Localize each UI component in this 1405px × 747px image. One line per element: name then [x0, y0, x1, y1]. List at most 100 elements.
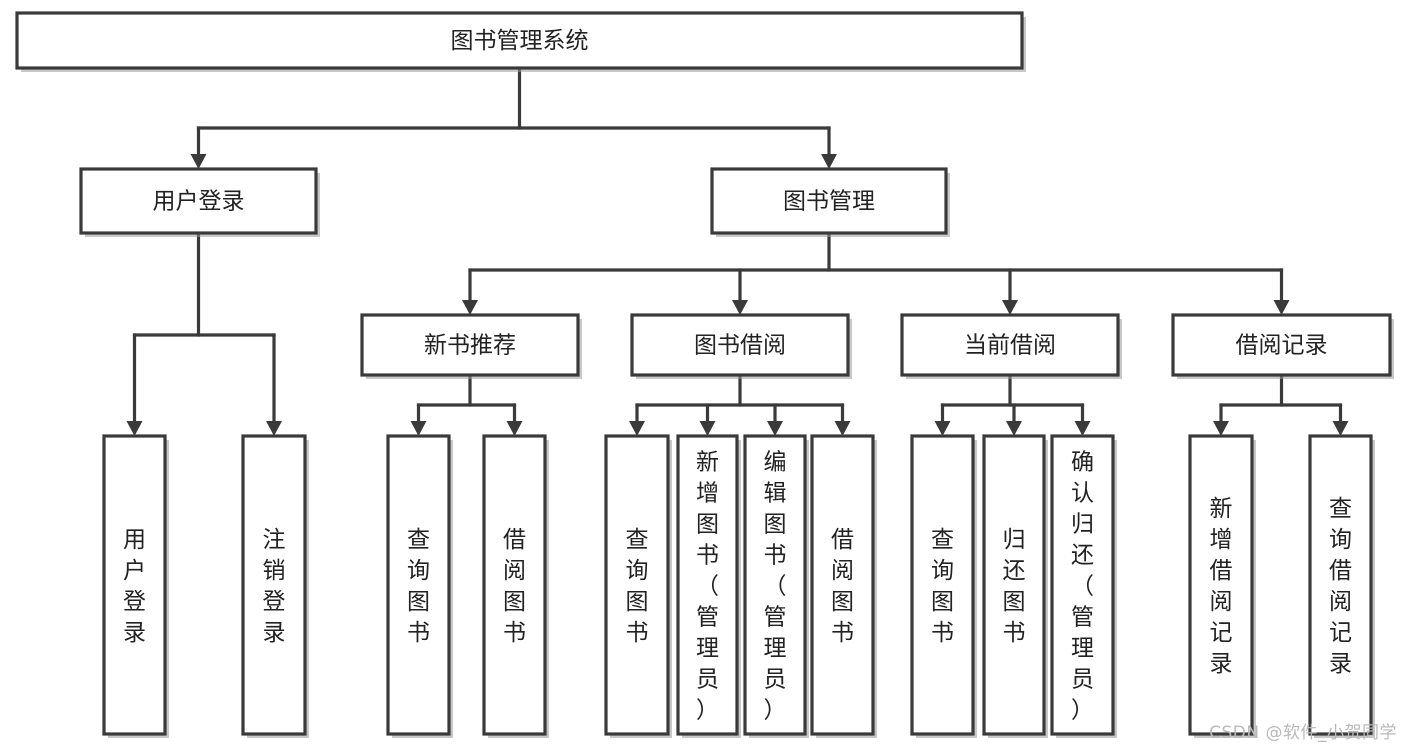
- node-rect[interactable]: [1050, 434, 1115, 736]
- node-rect[interactable]: [241, 434, 307, 736]
- node-leaf-12[interactable]: 查询借阅记录: [1308, 434, 1375, 738]
- node-label: 注销登录: [263, 527, 286, 646]
- node-label: 新增图书（管理员）: [696, 450, 719, 724]
- arrow-connector: [410, 403, 427, 436]
- node-label: 图书管理系统: [451, 28, 589, 54]
- node-leaf-5[interactable]: 新增图书（管理员）: [676, 434, 741, 738]
- node-rect[interactable]: [1171, 313, 1392, 377]
- arrow-connector: [266, 333, 282, 436]
- node-root-图书管理系统[interactable]: 图书管理系统: [15, 11, 1026, 72]
- arrow-head-icon: [1213, 421, 1229, 436]
- arrow-head-icon: [629, 421, 645, 436]
- arrow-connector: [834, 403, 851, 436]
- arrow-head-icon: [699, 421, 716, 436]
- node-leaf-4[interactable]: 查询图书: [604, 434, 672, 738]
- node-rect[interactable]: [15, 11, 1024, 70]
- node-rect[interactable]: [1188, 434, 1254, 736]
- arrow-head-icon: [1273, 300, 1290, 315]
- node-rect[interactable]: [604, 434, 670, 736]
- arrow-head-icon: [934, 421, 951, 436]
- node-label: 新书推荐: [424, 333, 516, 359]
- arrow-head-icon: [767, 421, 783, 436]
- node-rect[interactable]: [386, 434, 451, 736]
- arrow-connector: [462, 268, 478, 315]
- node-leaf-7[interactable]: 借阅图书: [810, 434, 877, 738]
- arrow-connector: [1074, 403, 1091, 436]
- node-rect[interactable]: [900, 313, 1120, 377]
- arrow-connector: [934, 403, 951, 436]
- node-rect[interactable]: [630, 313, 850, 377]
- node-label: 查询借阅记录: [1329, 496, 1352, 677]
- connector-layer: [126, 66, 1349, 436]
- node-level3-0[interactable]: 新书推荐: [360, 313, 582, 379]
- arrow-connector: [1213, 403, 1229, 436]
- arrow-head-icon: [1006, 421, 1022, 436]
- node-rect[interactable]: [102, 434, 167, 736]
- node-leaf-0[interactable]: 用户登录: [102, 434, 169, 738]
- arrow-head-icon: [732, 300, 748, 315]
- node-rect[interactable]: [710, 167, 948, 235]
- node-label: 查询图书: [626, 527, 649, 646]
- node-label: 确认归还（管理员）: [1071, 450, 1094, 724]
- arrow-head-icon: [821, 154, 837, 169]
- node-layer: 图书管理系统用户登录图书管理新书推荐图书借阅当前借阅借阅记录用户登录注销登录查询…: [15, 11, 1394, 738]
- node-rect[interactable]: [482, 434, 547, 736]
- arrow-connector: [699, 403, 716, 436]
- arrow-connector: [1273, 268, 1290, 315]
- node-leaf-6[interactable]: 编辑图书（管理员）: [743, 434, 809, 738]
- arrow-head-icon: [410, 421, 427, 436]
- arrow-connector: [821, 126, 837, 169]
- csdn-watermark: CSDN @软件_小贺同学: [1209, 723, 1397, 743]
- arrow-connector: [1002, 268, 1018, 315]
- node-rect[interactable]: [676, 434, 739, 736]
- node-rect[interactable]: [360, 313, 580, 377]
- node-leaf-3[interactable]: 借阅图书: [482, 434, 549, 738]
- node-level2-0[interactable]: 用户登录: [79, 167, 320, 237]
- arrow-head-icon: [1332, 421, 1349, 436]
- node-label: 查询图书: [931, 527, 954, 646]
- node-leaf-9[interactable]: 归还图书: [982, 434, 1048, 738]
- node-label: 用户登录: [123, 527, 146, 646]
- node-leaf-8[interactable]: 查询图书: [910, 434, 977, 738]
- node-label: 编辑图书（管理员）: [764, 450, 787, 724]
- arrow-connector: [190, 126, 207, 169]
- arrow-connector: [506, 403, 523, 436]
- node-rect[interactable]: [910, 434, 975, 736]
- node-level3-1[interactable]: 图书借阅: [630, 313, 852, 379]
- arrow-head-icon: [462, 300, 478, 315]
- arrow-connector: [732, 268, 748, 315]
- node-leaf-11[interactable]: 新增借阅记录: [1188, 434, 1256, 738]
- node-level3-3[interactable]: 借阅记录: [1171, 313, 1394, 379]
- arrow-connector: [1006, 403, 1022, 436]
- node-rect[interactable]: [982, 434, 1046, 736]
- arrow-head-icon: [834, 421, 851, 436]
- node-label: 借阅记录: [1236, 333, 1328, 359]
- arrow-head-icon: [190, 154, 207, 169]
- arrow-head-icon: [1002, 300, 1018, 315]
- arrow-head-icon: [506, 421, 523, 436]
- node-label: 用户登录: [153, 189, 245, 215]
- node-rect[interactable]: [1308, 434, 1373, 736]
- node-label: 归还图书: [1003, 527, 1026, 646]
- arrow-head-icon: [126, 421, 143, 436]
- node-label: 查询图书: [407, 527, 430, 646]
- node-rect[interactable]: [743, 434, 807, 736]
- node-label: 借阅图书: [831, 527, 854, 646]
- node-rect[interactable]: [810, 434, 875, 736]
- node-label: 图书管理: [783, 189, 875, 215]
- node-level3-2[interactable]: 当前借阅: [900, 313, 1122, 379]
- arrow-head-icon: [1074, 421, 1091, 436]
- node-rect[interactable]: [79, 167, 318, 235]
- node-leaf-1[interactable]: 注销登录: [241, 434, 309, 738]
- node-label: 当前借阅: [964, 333, 1056, 359]
- arrow-connector: [1332, 403, 1349, 436]
- node-leaf-2[interactable]: 查询图书: [386, 434, 453, 738]
- node-label: 借阅图书: [503, 527, 526, 646]
- node-level2-1[interactable]: 图书管理: [710, 167, 950, 237]
- node-label: 新增借阅记录: [1210, 496, 1233, 677]
- arrow-connector: [629, 403, 645, 436]
- node-leaf-10[interactable]: 确认归还（管理员）: [1050, 434, 1117, 738]
- arrow-connector: [767, 403, 783, 436]
